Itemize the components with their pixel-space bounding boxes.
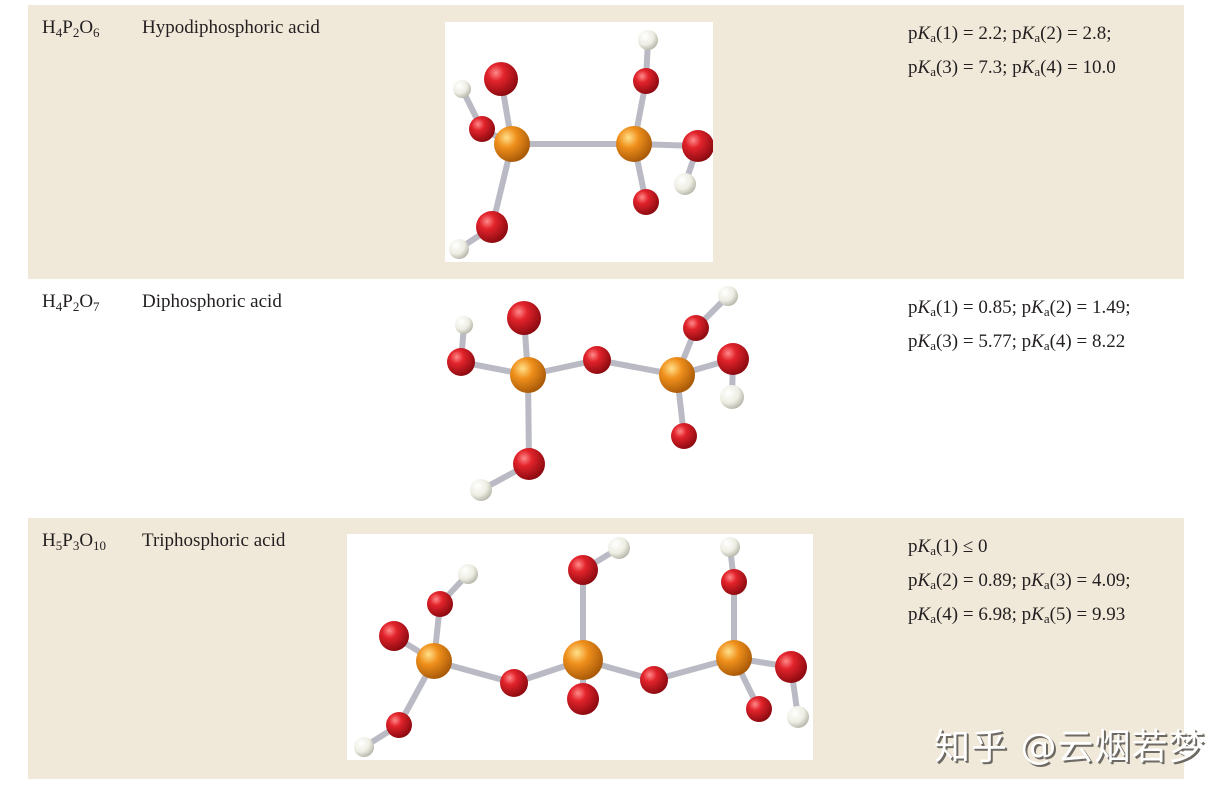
- compound-name: Diphosphoric acid: [142, 291, 282, 312]
- watermark: 知乎 @云烟若梦: [934, 727, 1206, 768]
- chemical-formula: H4P2O7: [42, 291, 100, 314]
- table-row-hypodiphosphoric-acid: H4P2O6 Hypodiphosphoric acid: [28, 5, 1184, 279]
- pka-values: pKa(1) = 2.2; pKa(2) = 2.8; pKa(3) = 7.3…: [908, 23, 1116, 79]
- compound-name: Triphosphoric acid: [142, 530, 286, 551]
- table-row-diphosphoric-acid: H4P2O7 Diphosphoric acid: [28, 279, 1184, 518]
- table-row-triphosphoric-acid: H5P3O10 Triphosphoric acid: [28, 518, 1184, 779]
- pka-values: pKa(1) = 0.85; pKa(2) = 1.49; pKa(3) = 5…: [908, 297, 1131, 353]
- chemical-formula: H4P2O6: [42, 17, 100, 40]
- molecule-image-diphosphoric-acid: [440, 282, 760, 507]
- compound-name: Hypodiphosphoric acid: [142, 17, 320, 38]
- molecule-image-hypodiphosphoric-acid: [445, 22, 713, 262]
- chemical-formula: H5P3O10: [42, 530, 107, 553]
- molecule-image-triphosphoric-acid: [347, 534, 813, 760]
- pka-values: pKa(1) ≤ 0 pKa(2) = 0.89; pKa(3) = 4.09;…: [908, 536, 1131, 626]
